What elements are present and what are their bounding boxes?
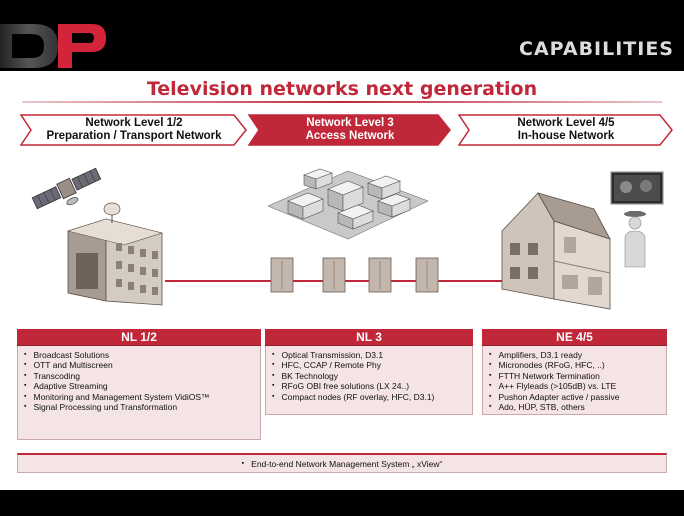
tv-screen-icon xyxy=(610,171,664,205)
list-item: Transcoding xyxy=(24,371,254,381)
panel-nl3: NL 3 Optical Transmission, D3.1 HFC, CCA… xyxy=(265,329,473,415)
panel-nl12-list: Broadcast Solutions OTT and Multiscreen … xyxy=(24,350,254,412)
list-item: FTTH Network Termination xyxy=(489,371,660,381)
slide-title: Television networks next generation xyxy=(146,78,538,100)
street-cabinet-icon xyxy=(270,257,294,293)
panel-nl12-body: Broadcast Solutions OTT and Multiscreen … xyxy=(17,346,261,440)
panel-nl3-body: Optical Transmission, D3.1 HFC, CCAP / R… xyxy=(265,346,473,415)
panel-ne45: NE 4/5 Amplifiers, D3.1 ready Micronodes… xyxy=(482,329,667,415)
level-3-subtitle: In-house Network xyxy=(517,130,615,142)
list-item: Adaptive Streaming xyxy=(24,381,254,391)
header-bar: CAPABILITIES xyxy=(0,0,684,71)
list-item: Pushon Adapter active / passive xyxy=(489,392,660,402)
broadcast-building-icon xyxy=(66,202,164,306)
list-item: Micronodes (RFoG, HFC, ..) xyxy=(489,360,660,370)
list-item: Broadcast Solutions xyxy=(24,350,254,360)
list-item: Signal Processing und Transformation xyxy=(24,402,254,412)
footer-bar xyxy=(0,490,684,516)
house-cutaway-icon xyxy=(501,192,611,310)
panel-nl3-heading: NL 3 xyxy=(265,329,473,346)
network-management-note: End-to-end Network Management System „ x… xyxy=(17,453,667,473)
level-2-title: Network Level 3 xyxy=(306,117,394,129)
person-icon xyxy=(624,211,646,268)
city-blocks-icon xyxy=(268,168,428,240)
list-item: BK Technology xyxy=(272,371,466,381)
list-item: HFC, CCAP / Remote Phy xyxy=(272,360,466,370)
list-item: RFoG OBI free solutions (LX 24..) xyxy=(272,381,466,391)
street-cabinet-icon xyxy=(415,257,439,293)
dp-logo xyxy=(0,24,106,68)
network-illustration xyxy=(0,161,684,311)
section-title: CAPABILITIES xyxy=(519,38,674,60)
network-management-text: End-to-end Network Management System „ x… xyxy=(251,458,443,469)
level-chevron-3: Network Level 4/5 In-house Network xyxy=(458,114,674,146)
level-3-title: Network Level 4/5 xyxy=(517,117,615,129)
slide: Television networks next generation Netw… xyxy=(0,71,684,490)
level-2-subtitle: Access Network xyxy=(305,130,395,142)
panel-ne45-heading: NE 4/5 xyxy=(482,329,667,346)
level-1-subtitle: Preparation / Transport Network xyxy=(46,130,222,142)
list-item: A++ Flyleads (>105dB) vs. LTE xyxy=(489,381,660,391)
title-divider xyxy=(22,101,662,103)
list-item: Monitoring and Management System VidiOS™ xyxy=(24,392,254,402)
list-item: Compact nodes (RF overlay, HFC, D3.1) xyxy=(272,392,466,402)
list-item: Optical Transmission, D3.1 xyxy=(272,350,466,360)
panel-nl3-list: Optical Transmission, D3.1 HFC, CCAP / R… xyxy=(272,350,466,402)
level-chevron-2: Network Level 3 Access Network xyxy=(248,114,452,146)
level-1-title: Network Level 1/2 xyxy=(85,117,183,129)
panel-nl12-heading: NL 1/2 xyxy=(17,329,261,346)
list-item: Ado, HÜP, STB, others xyxy=(489,402,660,412)
street-cabinet-icon xyxy=(322,257,346,293)
panel-ne45-list: Amplifiers, D3.1 ready Micronodes (RFoG,… xyxy=(489,350,660,412)
street-cabinet-icon xyxy=(368,257,392,293)
level-chevron-1: Network Level 1/2 Preparation / Transpor… xyxy=(20,114,248,146)
list-item: OTT and Multiscreen xyxy=(24,360,254,370)
panel-nl12: NL 1/2 Broadcast Solutions OTT and Multi… xyxy=(17,329,261,440)
satellite-icon xyxy=(31,167,102,210)
panel-ne45-body: Amplifiers, D3.1 ready Micronodes (RFoG,… xyxy=(482,346,667,415)
list-item: Amplifiers, D3.1 ready xyxy=(489,350,660,360)
